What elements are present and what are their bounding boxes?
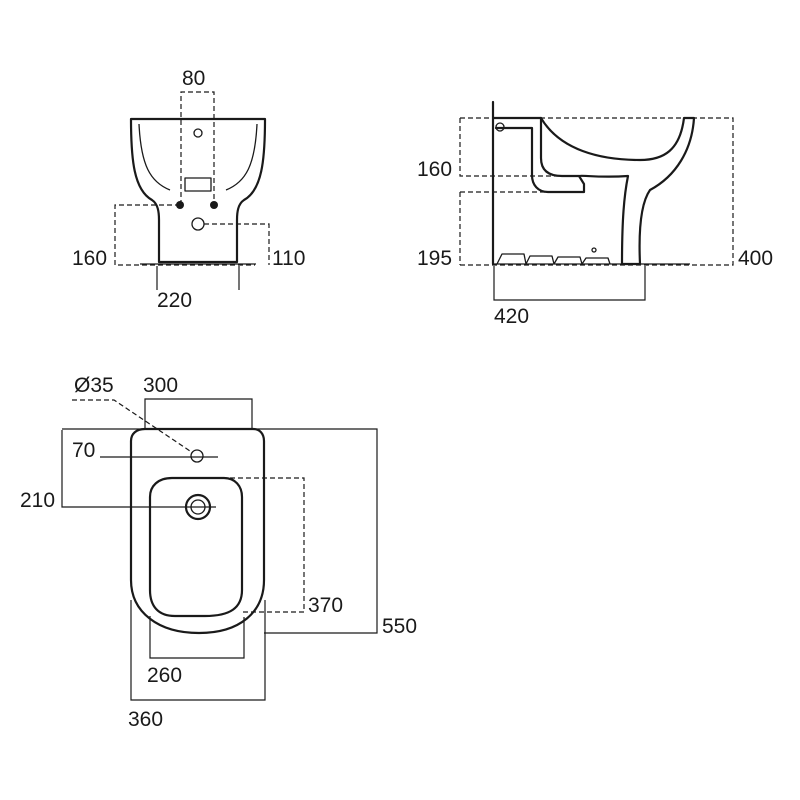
top-view-dim-360 xyxy=(130,600,266,701)
front-view-dim-110 xyxy=(204,223,270,265)
top-view-label-260: 260 xyxy=(147,664,182,687)
top-view-dim-300 xyxy=(144,398,253,428)
front-view-label-80: 80 xyxy=(182,67,205,90)
front-view-dim-160 xyxy=(114,204,255,266)
top-view-label-70: 70 xyxy=(72,439,95,462)
top-view-label-550: 550 xyxy=(382,615,417,638)
side-view-label-160: 160 xyxy=(417,158,452,181)
top-view-leader-diameter xyxy=(72,399,191,452)
top-view-tap-hole xyxy=(190,449,204,463)
side-view-bowl-profile xyxy=(539,116,696,266)
top-view-label-diameter: Ø35 xyxy=(74,374,114,397)
top-view-dim-370 xyxy=(198,477,305,613)
side-view-dim-400 xyxy=(460,117,734,266)
top-view-label-210: 210 xyxy=(20,489,55,512)
side-view-label-195: 195 xyxy=(417,247,452,270)
top-view xyxy=(61,398,378,701)
front-view-tap-hole xyxy=(193,128,203,138)
side-view-dim-160 xyxy=(459,118,579,177)
top-view-label-370: 370 xyxy=(308,594,343,617)
side-view-label-420: 420 xyxy=(494,305,529,328)
front-view-dim-220 xyxy=(156,266,240,290)
top-view-inner-bowl xyxy=(148,476,244,618)
side-view-fixing-point xyxy=(591,247,597,253)
top-view-dim-260 xyxy=(149,616,245,659)
front-view xyxy=(114,91,270,290)
side-view-label-400: 400 xyxy=(738,247,773,270)
top-view-outer-outline xyxy=(129,427,266,635)
side-view-dim-195 xyxy=(459,191,584,265)
front-view-bowl-outline xyxy=(129,117,267,264)
side-view xyxy=(459,100,734,301)
top-view-dim-550 xyxy=(62,428,378,634)
side-view-wall-bracket xyxy=(495,122,505,132)
front-view-rim-line xyxy=(138,123,258,191)
top-view-label-360: 360 xyxy=(128,708,163,731)
side-view-dim-420 xyxy=(493,266,646,301)
side-view-body-outline xyxy=(492,116,586,194)
front-view-label-220: 220 xyxy=(157,289,192,312)
top-view-label-300: 300 xyxy=(143,374,178,397)
side-view-foot-ribs xyxy=(496,253,611,265)
front-view-dim-80 xyxy=(180,91,215,205)
front-view-label-160: 160 xyxy=(72,247,107,270)
top-view-dim-210 xyxy=(61,430,216,508)
front-view-label-110: 110 xyxy=(272,247,305,270)
front-view-waste-fitting xyxy=(184,177,212,192)
front-view-outlet xyxy=(191,217,205,231)
